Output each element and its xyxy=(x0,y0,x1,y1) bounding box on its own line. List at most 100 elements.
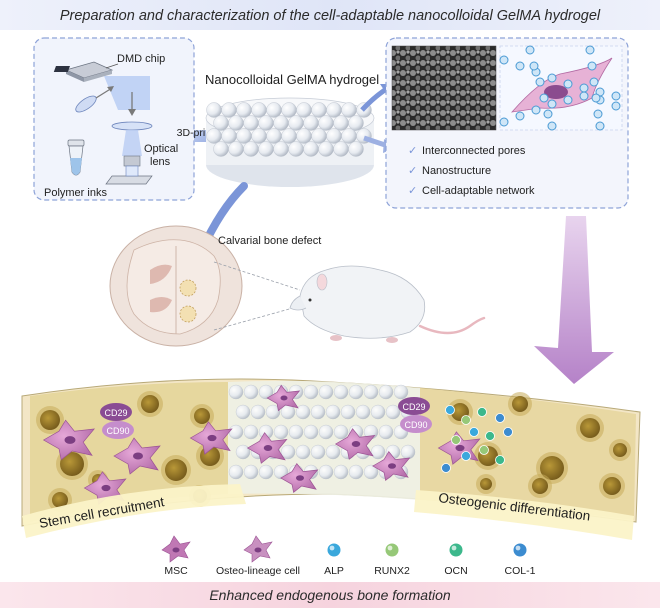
nanocolloid-sphere-icon xyxy=(363,464,379,480)
implant-arrow-icon xyxy=(534,216,614,384)
network-bead-icon xyxy=(563,95,573,105)
feature-item: Nanostructure xyxy=(422,165,491,177)
nanocolloid-sphere-icon xyxy=(258,115,274,131)
cell-nucleus-icon xyxy=(207,434,217,442)
nanocolloid-sphere-icon xyxy=(265,404,281,420)
nanocolloid-sphere-icon xyxy=(266,128,282,144)
legend-label: ALP xyxy=(324,565,344,577)
dmd-chip-icon xyxy=(53,61,119,82)
nanocolloid-sphere-icon xyxy=(348,115,364,131)
cell-network-illustration xyxy=(499,45,621,131)
nanocolloid-sphere-icon xyxy=(318,141,334,157)
defect-site-icon xyxy=(179,279,197,297)
nanocolloid-sphere-icon xyxy=(378,424,394,440)
defect-pointer-line xyxy=(213,261,301,291)
nanocolloid-sphere-icon xyxy=(236,128,252,144)
nanocolloid-sphere-icon xyxy=(303,115,319,131)
cd90-marker-left: CD90 xyxy=(102,421,134,439)
svg-text:CD29: CD29 xyxy=(104,408,127,418)
nanocolloid-sphere-icon xyxy=(228,464,244,480)
nanocolloid-sphere-icon xyxy=(325,444,341,460)
nanocolloid-sphere-icon xyxy=(370,404,386,420)
nanocolloid-sphere-icon xyxy=(333,464,349,480)
polymer-inks-label: Polymer inks xyxy=(44,187,107,199)
network-bead-icon xyxy=(611,91,621,101)
footer-title: Enhanced endogenous bone formation xyxy=(209,587,451,603)
nanocolloid-sphere-icon xyxy=(228,384,244,400)
bone-factor-sphere-icon xyxy=(495,413,505,423)
cell-nucleus-icon xyxy=(263,445,273,451)
network-bead-icon xyxy=(585,45,595,55)
nanocolloid-sphere-icon xyxy=(348,464,364,480)
nanocolloid-sphere-icon xyxy=(251,128,267,144)
bone-pore-icon xyxy=(540,456,564,480)
nanocolloid-sphere-icon xyxy=(378,384,394,400)
nanocolloid-sphere-icon xyxy=(288,141,304,157)
nanocolloid-sphere-icon xyxy=(385,404,401,420)
cd90-marker-right: CD90 xyxy=(400,415,432,433)
legend-label: Osteo-lineage cell xyxy=(216,565,300,577)
svg-text:CD90: CD90 xyxy=(106,426,129,436)
nanocolloid-sphere-icon xyxy=(303,141,319,157)
nanocolloid-sphere-icon xyxy=(273,424,289,440)
network-bead-icon xyxy=(579,83,589,93)
nanocolloid-sphere-icon xyxy=(355,404,371,420)
nanocolloid-sphere-icon xyxy=(333,424,349,440)
nanocolloid-sphere-icon xyxy=(341,102,357,118)
network-bead-icon xyxy=(579,91,589,101)
nanocolloid-sphere-icon xyxy=(318,424,334,440)
cell-nucleus-icon xyxy=(388,463,396,469)
sem-image xyxy=(391,45,497,131)
cell-nucleus-icon xyxy=(296,475,304,481)
defect-label: Calvarial bone defect xyxy=(218,235,321,247)
nanocolloid-sphere-icon xyxy=(288,115,304,131)
bone-factor-sphere-icon xyxy=(445,405,455,415)
nanocolloid-sphere-icon xyxy=(258,384,274,400)
nanocolloid-sphere-icon xyxy=(243,464,259,480)
nanocolloid-sphere-icon xyxy=(295,404,311,420)
nanocolloid-sphere-icon xyxy=(340,404,356,420)
optical-lens-label-2: lens xyxy=(150,156,171,168)
cell-nucleus-icon xyxy=(133,452,143,460)
bone-factor-sphere-icon xyxy=(477,407,487,417)
defect-site-icon xyxy=(179,305,197,323)
nanocolloid-sphere-icon xyxy=(243,115,259,131)
nanocolloid-sphere-icon xyxy=(310,404,326,420)
feature-list: ✓ Interconnected pores ✓ Nanostructure ✓… xyxy=(408,145,535,197)
nanocolloid-sphere-icon xyxy=(273,115,289,131)
footer-band xyxy=(0,582,660,608)
network-bead-icon xyxy=(593,109,603,119)
network-bead-icon xyxy=(539,93,549,103)
characterization-arrow-icon xyxy=(360,85,390,112)
network-bead-icon xyxy=(531,105,541,115)
left-label-ribbon xyxy=(22,484,246,538)
feature-check-icon: ✓ xyxy=(408,165,417,177)
nanocolloid-sphere-icon xyxy=(280,444,296,460)
bone-factor-sphere-icon xyxy=(503,427,513,437)
nanocolloid-sphere-icon xyxy=(288,424,304,440)
network-bead-icon xyxy=(595,121,605,131)
nanocolloid-sphere-icon xyxy=(235,404,251,420)
nanocolloid-sphere-icon xyxy=(310,444,326,460)
network-bead-icon xyxy=(529,61,539,71)
right-label-ribbon xyxy=(414,490,634,540)
nanocolloid-sphere-icon xyxy=(213,141,229,157)
bone-pore-icon xyxy=(532,478,548,494)
hydrogel-disc xyxy=(205,97,375,187)
nanocolloid-sphere-icon xyxy=(348,384,364,400)
optical-path-icon xyxy=(75,76,153,185)
legend-sphere-highlight xyxy=(329,545,335,551)
network-bead-icon xyxy=(499,55,509,65)
legend-label: RUNX2 xyxy=(374,565,410,577)
network-bead-icon xyxy=(535,77,545,87)
nanocolloid-sphere-icon xyxy=(333,115,349,131)
nanocolloid-sphere-icon xyxy=(370,444,386,460)
network-bead-icon xyxy=(515,111,525,121)
legend-item: ALP xyxy=(324,542,344,577)
hydrogel-title: Nanocolloidal GelMA hydrogel xyxy=(205,72,379,87)
legend-item: OCN xyxy=(444,542,468,577)
bone-pore-icon xyxy=(580,418,600,438)
header-title: Preparation and characterization of the … xyxy=(60,8,601,24)
nanocolloid-sphere-icon xyxy=(311,128,327,144)
bone-factor-sphere-icon xyxy=(469,427,479,437)
